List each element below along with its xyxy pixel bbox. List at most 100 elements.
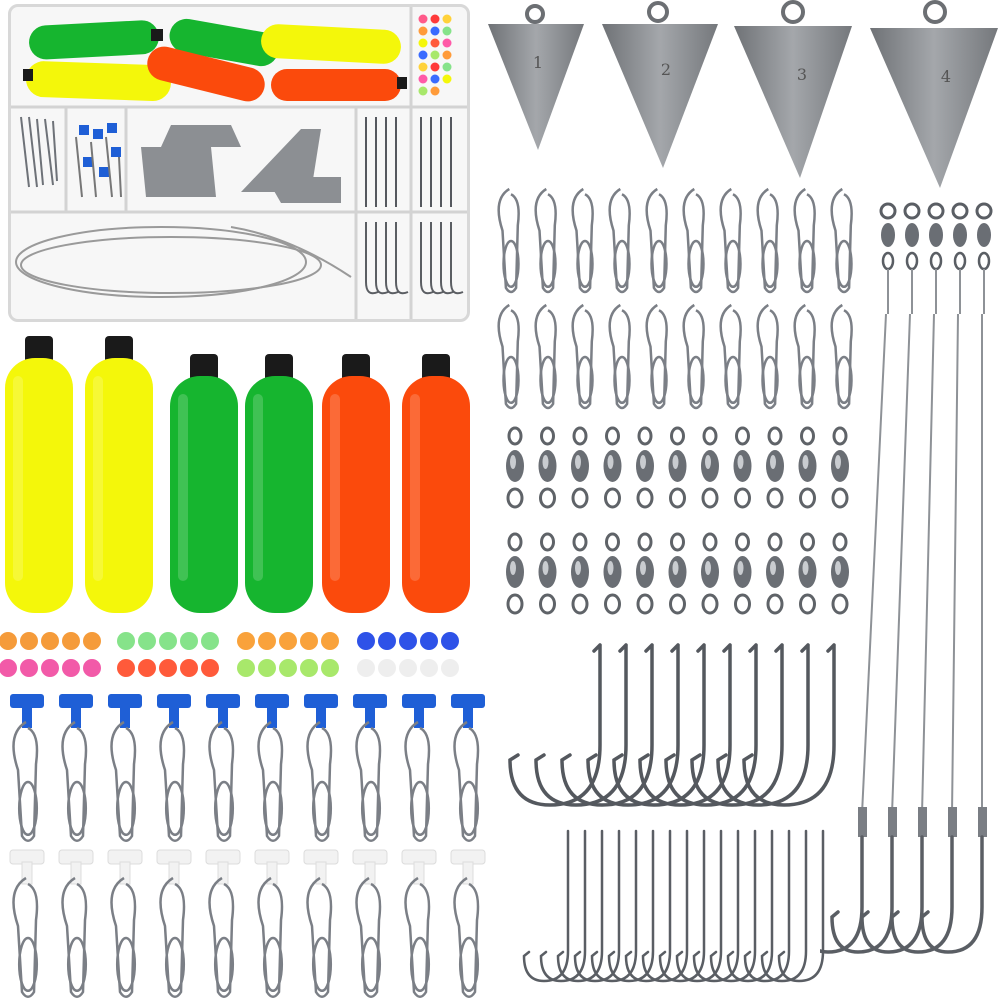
swivel-icon <box>636 426 654 509</box>
snap-icon <box>61 876 88 999</box>
snap-icon <box>257 720 284 843</box>
swivel-icon <box>603 426 622 509</box>
snap-icon <box>159 876 186 999</box>
snap-icon <box>793 187 816 294</box>
bead-icon <box>180 632 198 650</box>
swivel-icon <box>636 532 654 615</box>
bead-icon <box>0 632 17 650</box>
snap-icon <box>830 187 853 294</box>
float-icon <box>245 354 313 613</box>
circle-hooks <box>508 643 836 807</box>
box-floats <box>23 18 407 102</box>
bead-icon <box>138 659 156 677</box>
snap-icon <box>306 720 333 843</box>
stopper-snap <box>402 694 436 843</box>
bead-icon <box>441 659 459 677</box>
pyramid-sinker-icon: 2 <box>602 1 718 168</box>
snap-icon <box>497 303 520 410</box>
hook-icon <box>607 829 655 983</box>
hook-icon <box>534 643 628 807</box>
stopper-snap <box>58 849 94 999</box>
bead-icon <box>321 632 339 650</box>
box-swivels <box>365 117 452 207</box>
hook-icon <box>641 829 689 983</box>
beads <box>0 632 459 677</box>
hook-icon <box>664 643 758 807</box>
hook-icon <box>675 829 723 983</box>
bead-icon <box>399 659 417 677</box>
stopper-snap <box>108 694 142 843</box>
snap-icon <box>110 720 137 843</box>
bead-icon <box>201 659 219 677</box>
swivel-icon <box>506 532 524 615</box>
tackle-box-contents <box>11 7 467 319</box>
sinker-number: 3 <box>797 65 807 84</box>
bead-icon <box>357 632 375 650</box>
bead-icon <box>159 632 177 650</box>
pyramid-sinker-icon: 3 <box>734 0 852 178</box>
snap-icon <box>497 187 520 294</box>
hook-icon <box>586 643 680 807</box>
stopper-snap <box>304 694 338 843</box>
float-icon <box>85 336 153 613</box>
snap-icon <box>608 303 631 410</box>
pyramid-sinkers: 1 2 3 4 <box>488 0 998 188</box>
bead-icon <box>117 632 135 650</box>
bead-icon <box>279 632 297 650</box>
sinker-number: 1 <box>533 53 543 72</box>
snap-icon <box>306 876 333 999</box>
float-icon <box>5 336 73 613</box>
stopper-snap <box>10 694 44 843</box>
bead-icon <box>62 659 80 677</box>
bead-icon <box>378 659 396 677</box>
stopper-snap <box>303 849 339 999</box>
bead-icon <box>258 632 276 650</box>
swivel-icon <box>506 426 524 509</box>
leader-icon <box>920 202 993 954</box>
snap-icon <box>645 187 668 294</box>
hook-icon <box>716 643 810 807</box>
bead-icon <box>201 632 219 650</box>
swivel-icon <box>733 532 752 615</box>
swivel-icon <box>668 532 687 615</box>
stopper-snap <box>401 849 437 999</box>
snap-icon <box>257 876 284 999</box>
hook-icon <box>638 643 732 807</box>
bead-icon <box>83 659 101 677</box>
swivel-icon <box>701 532 719 615</box>
bead-icon <box>41 632 59 650</box>
swivel-icon <box>538 426 557 509</box>
swivel-icon <box>733 426 752 509</box>
bead-icon <box>420 632 438 650</box>
swivel-icon <box>571 426 589 509</box>
float-icon <box>402 354 470 613</box>
bead-icon <box>117 659 135 677</box>
stopper-snap <box>451 694 485 843</box>
hook-icon <box>760 829 808 983</box>
snap-icon <box>756 303 779 410</box>
stopper-snap <box>255 694 289 843</box>
swivel-icon <box>701 426 719 509</box>
snap-icon <box>12 720 39 843</box>
hook-icon <box>658 829 706 983</box>
bead-icon <box>159 659 177 677</box>
stopper-snap <box>450 849 486 999</box>
swivel-icon <box>766 426 784 509</box>
pyramid-sinker-icon: 4 <box>870 0 998 188</box>
swivel-icon <box>798 532 817 615</box>
hook-icon <box>624 829 672 983</box>
bead-icon <box>279 659 297 677</box>
hook-icon <box>726 829 774 983</box>
box-beads <box>418 14 452 96</box>
bead-icon <box>180 659 198 677</box>
stopper-snap <box>352 849 388 999</box>
sinker-number: 4 <box>941 67 951 86</box>
hook-icon <box>556 829 604 983</box>
snap-icon <box>682 303 705 410</box>
box-stoppers <box>75 123 122 198</box>
box-leaders <box>15 226 352 298</box>
swivel-icon <box>603 532 622 615</box>
swivel-icon <box>831 426 849 509</box>
bead-icon <box>0 659 17 677</box>
bead-icon <box>41 659 59 677</box>
